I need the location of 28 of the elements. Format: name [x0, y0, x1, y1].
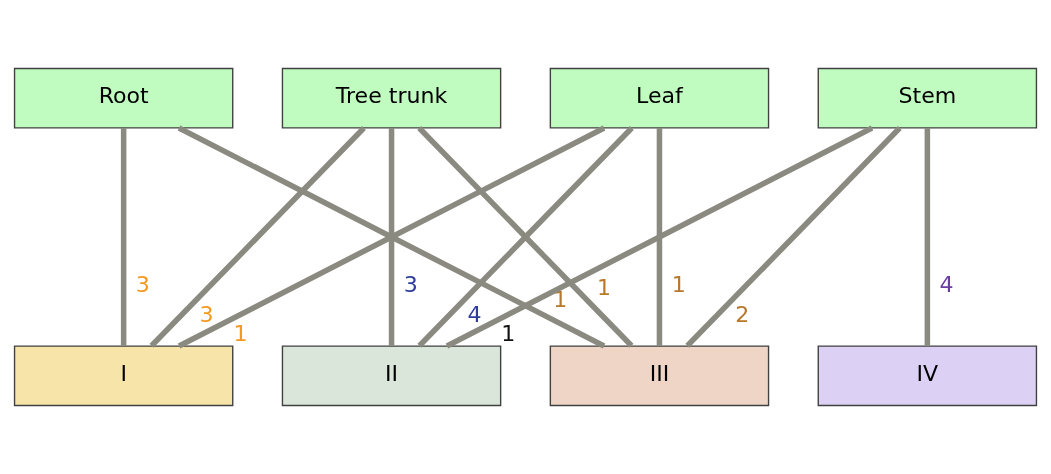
connector — [656, 127, 663, 346]
node-box: Tree trunk — [281, 67, 502, 129]
connector — [417, 126, 634, 348]
connector — [924, 127, 931, 346]
connector — [388, 127, 395, 346]
node-box: II — [281, 345, 502, 407]
node-box: Leaf — [549, 67, 770, 129]
connector — [177, 125, 606, 349]
edge-label: 3 — [199, 301, 214, 328]
edge-label: 1 — [233, 320, 248, 347]
connector — [120, 127, 127, 346]
edge-label: 4 — [467, 301, 482, 328]
node-box: Stem — [817, 67, 1038, 129]
connector — [149, 126, 366, 348]
connector — [445, 125, 874, 349]
edge-label: 3 — [403, 270, 418, 297]
edge-label: 1 — [553, 286, 568, 313]
edge-label: 1 — [501, 320, 516, 347]
node-box: IV — [817, 345, 1038, 407]
edge-label: 1 — [671, 270, 686, 297]
node-box: I — [13, 345, 234, 407]
edge-label: 3 — [135, 270, 150, 297]
edge-label: 4 — [939, 270, 954, 297]
node-box: III — [549, 345, 770, 407]
edge-label: 2 — [735, 301, 750, 328]
connector — [685, 126, 902, 348]
edge-label: 1 — [597, 274, 612, 301]
node-box: Root — [13, 67, 234, 129]
